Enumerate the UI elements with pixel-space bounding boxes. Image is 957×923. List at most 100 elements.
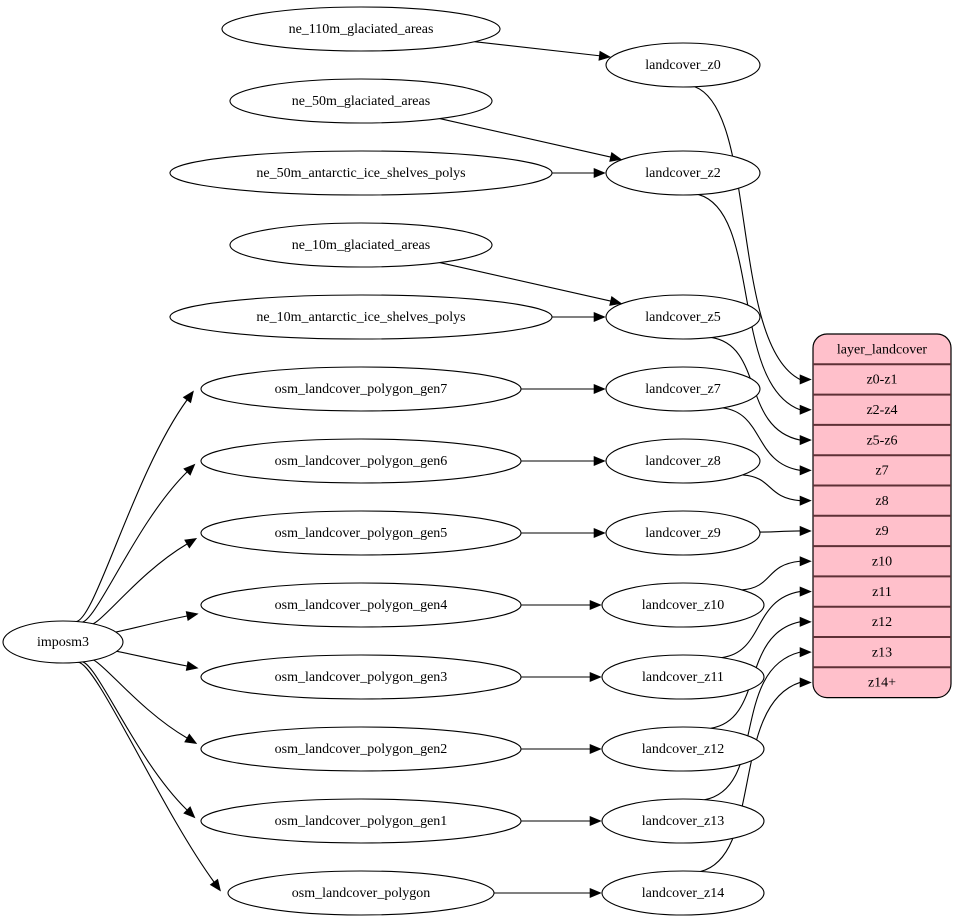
edge-imposm3-to-osm_landcover_polygon_gen2 [87, 658, 188, 739]
table-row-z7[interactable]: z7 [875, 464, 888, 479]
node-label: osm_landcover_polygon_gen1 [275, 814, 448, 829]
node-ne_10m_antarctic_ice_shelves_polys[interactable]: ne_10m_antarctic_ice_shelves_polys [169, 294, 553, 340]
source-node-ellipse [2, 620, 124, 664]
table-row-z10[interactable]: z10 [872, 554, 892, 569]
node-label: landcover_z7 [645, 382, 720, 397]
node-label: osm_landcover_polygon_gen4 [275, 598, 448, 613]
table-header-label: layer_landcover [837, 342, 928, 357]
node-ne_10m_glaciated_areas[interactable]: ne_10m_glaciated_areas [229, 222, 493, 268]
input-node-ellipse [221, 6, 501, 52]
node-landcover_z9[interactable]: landcover_z9 [605, 510, 761, 556]
arrowhead-row-z13 [799, 647, 812, 658]
node-label: landcover_z10 [642, 598, 724, 613]
arrowhead-row-z0-z1 [799, 374, 812, 385]
node-landcover_z14[interactable]: landcover_z14 [601, 870, 765, 916]
arrowhead-row-z8 [799, 495, 812, 506]
node-osm_landcover_polygon_gen1[interactable]: osm_landcover_polygon_gen1 [200, 798, 522, 844]
node-imposm3[interactable]: imposm3 [2, 620, 124, 664]
table-row-z2-z4[interactable]: z2-z4 [866, 403, 897, 418]
zoom-node-ellipse [601, 582, 765, 628]
node-osm_landcover_polygon_gen4[interactable]: osm_landcover_polygon_gen4 [200, 582, 522, 628]
node-landcover_z8[interactable]: landcover_z8 [605, 438, 761, 484]
node-label: osm_landcover_polygon_gen2 [275, 742, 448, 757]
node-label: landcover_z2 [645, 166, 720, 181]
edge-landcover_z14-to-row-z14+ [700, 681, 801, 873]
edge-landcover_z2-to-row-z2-z4 [698, 194, 801, 411]
node-label: landcover_z11 [642, 670, 724, 685]
arrowhead-landcover_z5 [593, 311, 606, 323]
edge-imposm3-to-osm_landcover_polygon_gen1 [78, 660, 188, 811]
zoom-node-ellipse [601, 654, 765, 700]
table-row-z9[interactable]: z9 [875, 524, 888, 539]
edge-imposm3-to-osm_landcover_polygon_gen3 [106, 649, 188, 667]
zoom-node-ellipse [605, 42, 761, 88]
edge-imposm3-to-osm_landcover_polygon_gen6 [78, 471, 188, 623]
arrowhead-row-z14+ [799, 677, 812, 688]
node-ne_50m_glaciated_areas[interactable]: ne_50m_glaciated_areas [229, 78, 493, 124]
node-osm_landcover_polygon_gen6[interactable]: osm_landcover_polygon_gen6 [200, 438, 522, 484]
edge-landcover_z10-to-row-z10 [741, 560, 801, 591]
arrowhead-landcover_z14 [589, 887, 602, 899]
node-ne_110m_glaciated_areas[interactable]: ne_110m_glaciated_areas [221, 6, 501, 52]
zoom-node-ellipse [605, 510, 761, 556]
table-row-z13[interactable]: z13 [872, 645, 892, 660]
zoom-node-ellipse [601, 870, 765, 916]
edge-ne_110m_glaciated_areas-to-landcover_z0 [474, 41, 600, 57]
table-row-z5-z6[interactable]: z5-z6 [866, 433, 897, 448]
arrowhead-landcover_z0 [598, 50, 612, 61]
node-label: landcover_z5 [645, 310, 720, 325]
node-label: landcover_z8 [645, 454, 720, 469]
arrowhead-landcover_z8 [593, 455, 606, 467]
node-label: ne_10m_glaciated_areas [292, 238, 430, 253]
edge-imposm3-to-osm_landcover_polygon_gen5 [86, 543, 188, 626]
node-osm_landcover_polygon[interactable]: osm_landcover_polygon [227, 870, 495, 916]
node-label: osm_landcover_polygon_gen5 [275, 526, 448, 541]
node-ne_50m_antarctic_ice_shelves_polys[interactable]: ne_50m_antarctic_ice_shelves_polys [169, 150, 553, 196]
table-row-z0-z1[interactable]: z0-z1 [866, 373, 897, 388]
edge-landcover_z8-to-row-z8 [742, 474, 801, 502]
layer-landcover-table[interactable]: layer_landcover z0-z1 z2-z4 z5-z6 z7 z8 z9 z10 z… [812, 333, 952, 699]
table-row-z12[interactable]: z12 [872, 615, 892, 630]
node-landcover_z7[interactable]: landcover_z7 [605, 366, 761, 412]
edge-ne_10m_glaciated_areas-to-landcover_z5 [439, 262, 611, 302]
node-landcover_z0[interactable]: landcover_z0 [605, 42, 761, 88]
zoom-node-ellipse [605, 366, 761, 412]
zoom-node-ellipse [605, 294, 761, 340]
node-osm_landcover_polygon_gen3[interactable]: osm_landcover_polygon_gen3 [200, 654, 522, 700]
node-label: landcover_z14 [642, 886, 724, 901]
table-row-z8[interactable]: z8 [875, 494, 888, 509]
node-osm_landcover_polygon_gen2[interactable]: osm_landcover_polygon_gen2 [200, 726, 522, 772]
node-landcover_z13[interactable]: landcover_z13 [601, 798, 765, 844]
input-node-ellipse [200, 798, 522, 844]
node-landcover_z2[interactable]: landcover_z2 [605, 150, 761, 196]
arrowhead-landcover_z12 [589, 743, 602, 755]
node-label: landcover_z0 [645, 58, 720, 73]
arrowhead-row-z2-z4 [799, 404, 812, 415]
table-row-z14+[interactable]: z14+ [868, 676, 896, 691]
input-node-ellipse [200, 366, 522, 412]
arrowhead-landcover_z13 [589, 815, 602, 827]
node-label: imposm3 [37, 635, 89, 650]
node-landcover_z5[interactable]: landcover_z5 [605, 294, 761, 340]
arrowhead-row-z11 [799, 586, 812, 597]
arrowhead-landcover_z9 [593, 527, 606, 539]
table-row-z11[interactable]: z11 [872, 585, 892, 600]
arrowhead-osm_landcover_polygon_gen2 [184, 733, 198, 744]
node-osm_landcover_polygon_gen5[interactable]: osm_landcover_polygon_gen5 [200, 510, 522, 556]
node-label: ne_50m_glaciated_areas [292, 94, 430, 109]
node-osm_landcover_polygon_gen7[interactable]: osm_landcover_polygon_gen7 [200, 366, 522, 412]
node-landcover_z10[interactable]: landcover_z10 [601, 582, 765, 628]
node-layer: imposm3 ne_110m_glaciated_areas ne_50m_gla… [2, 6, 765, 916]
arrowhead-landcover_z7 [593, 383, 606, 395]
node-landcover_z12[interactable]: landcover_z12 [601, 726, 765, 772]
node-landcover_z11[interactable]: landcover_z11 [601, 654, 765, 700]
input-node-ellipse [229, 222, 493, 268]
zoom-node-ellipse [601, 798, 765, 844]
arrowhead-osm_landcover_polygon_gen5 [184, 537, 198, 549]
arrowhead-osm_landcover_polygon_gen4 [185, 611, 199, 622]
node-label: osm_landcover_polygon_gen6 [275, 454, 448, 469]
node-label: ne_10m_antarctic_ice_shelves_polys [256, 310, 465, 325]
arrowhead-landcover_z5 [609, 296, 623, 306]
edge-imposm3-to-osm_landcover_polygon_gen4 [105, 615, 188, 634]
